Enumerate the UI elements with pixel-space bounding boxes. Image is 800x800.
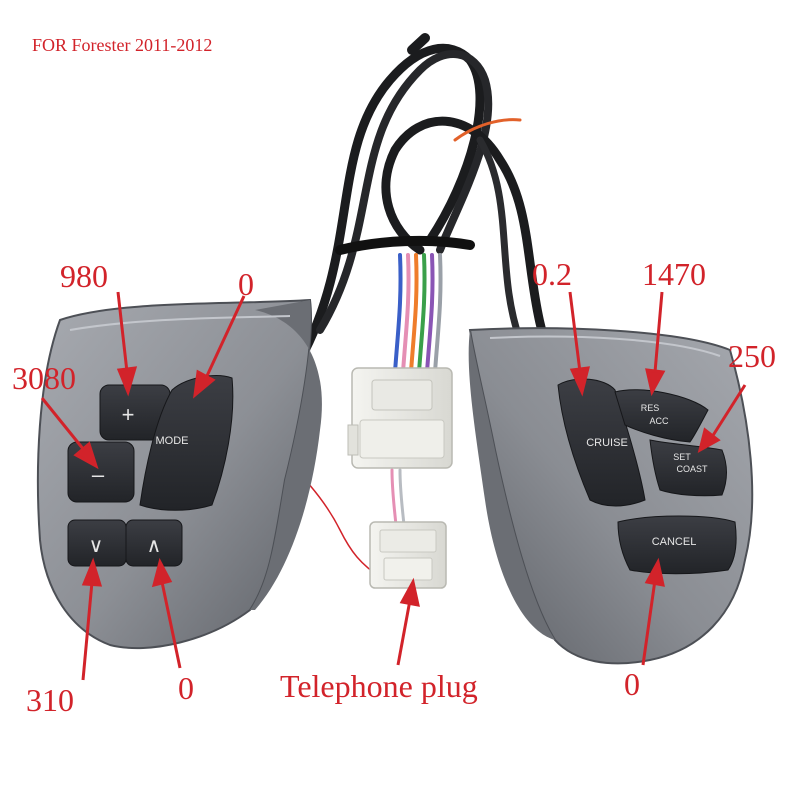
set-coast-label-bottom: COAST (676, 464, 708, 474)
minus-button[interactable]: – (67, 441, 135, 503)
set-coast-button-value: 250 (728, 338, 776, 374)
res-acc-label-bottom: ACC (649, 416, 669, 426)
harness-band (335, 235, 475, 255)
black-cable (476, 136, 524, 344)
purple-wire (425, 253, 435, 374)
up-button-label: ∧ (147, 535, 162, 557)
black-cable (381, 116, 565, 385)
down-button[interactable]: ∨ (67, 519, 127, 567)
annotation-arrows (40, 291, 747, 681)
black-cable-end (407, 33, 430, 55)
main-connector (347, 367, 453, 469)
gray-wire (433, 253, 443, 374)
cancel-button-value: 0 (624, 666, 640, 702)
black-cable (295, 43, 485, 365)
pink-wire (401, 253, 411, 374)
cancel-button[interactable]: CANCEL (617, 515, 737, 575)
plus-button-label: + (122, 402, 135, 427)
cruise-button-value: 0.2 (532, 256, 572, 292)
gray-wire (398, 468, 406, 527)
pink-wire (390, 468, 398, 527)
set-coast-label-top: SET (673, 452, 691, 462)
page-title: FOR Forester 2011-2012 (32, 35, 213, 55)
plus-button-value: 980 (60, 258, 108, 294)
cruise-button[interactable]: CRUISE (557, 378, 646, 507)
set-coast-button[interactable]: SET COAST (649, 439, 727, 497)
res-acc-button[interactable]: RES ACC (614, 389, 709, 443)
res-acc-label-top: RES (641, 403, 660, 413)
res-acc-button-value: 1470 (642, 256, 706, 292)
telephone-plug-label: Telephone plug (280, 668, 478, 704)
mode-button-value: 0 (238, 266, 254, 302)
orange-wire (409, 253, 419, 374)
up-button[interactable]: ∧ (125, 519, 183, 567)
green-wire (417, 253, 427, 374)
plus-button[interactable]: + (99, 384, 171, 441)
blue-wire (393, 253, 403, 374)
cancel-button-label: CANCEL (652, 536, 697, 548)
black-cable (316, 50, 493, 334)
mode-button[interactable]: MODE (139, 375, 234, 511)
up-button-value: 0 (178, 670, 194, 706)
orange-wire (453, 118, 522, 142)
mode-button-label: MODE (156, 435, 189, 447)
down-button-value: 310 (26, 682, 74, 718)
wiring-harness (211, 33, 565, 581)
minus-button-value: 3080 (12, 360, 76, 396)
down-button-label: ∨ (89, 535, 104, 557)
cruise-button-label: CRUISE (586, 437, 628, 449)
telephone-plug (369, 521, 447, 589)
minus-button-label: – (92, 462, 105, 487)
